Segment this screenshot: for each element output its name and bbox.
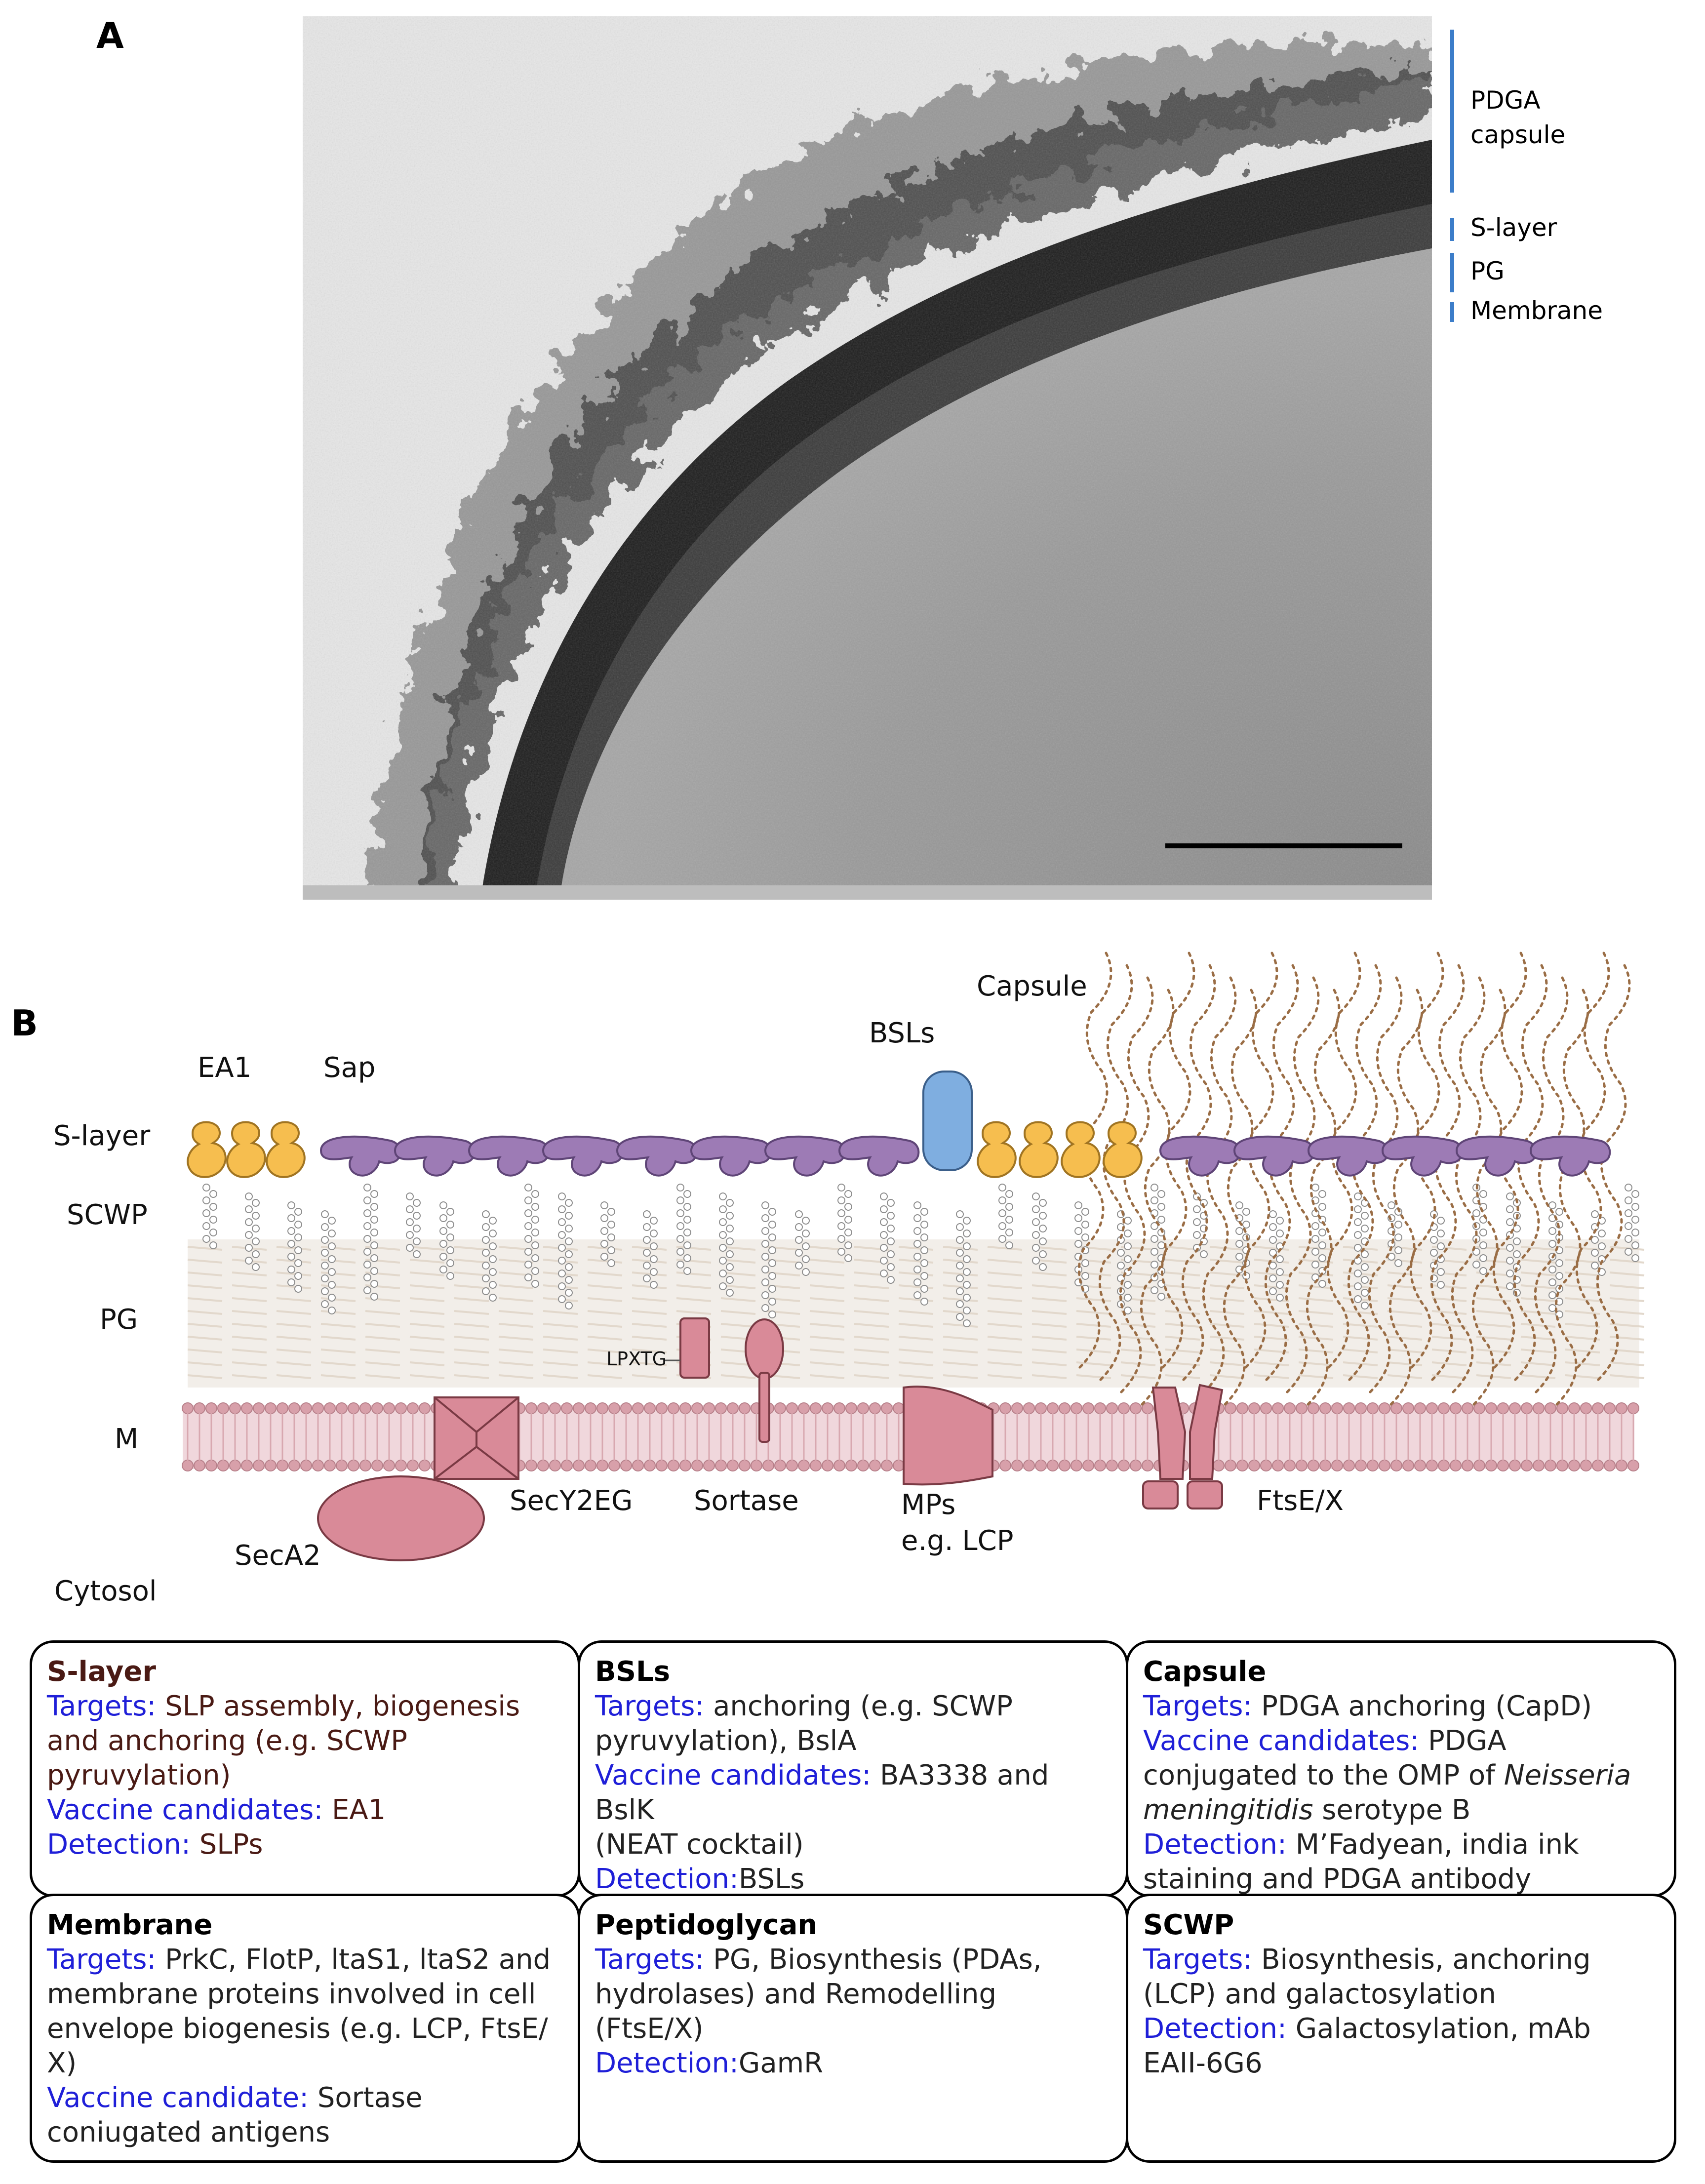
pg-bar bbox=[1450, 253, 1454, 292]
slayer-bar bbox=[1450, 218, 1454, 241]
info-box-peptidoglycan: Peptidoglycan Targets: PG, Biosynthesis … bbox=[578, 1894, 1128, 2163]
box-title: Membrane bbox=[47, 1909, 213, 1941]
label-membrane-a: Membrane bbox=[1470, 296, 1603, 325]
label-scwp: SCWP bbox=[67, 1199, 148, 1231]
info-box-scwp: SCWP Targets: Biosynthesis, anchoring (L… bbox=[1126, 1894, 1676, 2163]
box-title: Capsule bbox=[1143, 1656, 1267, 1688]
info-box-s-layer: S-layer Targets: SLP assembly, biogenesi… bbox=[30, 1640, 580, 1897]
cell-envelope-diagram bbox=[182, 952, 1645, 1561]
label-pdga-capsule: PDGA capsule bbox=[1470, 86, 1566, 149]
label-s-layer-a: S-layer bbox=[1470, 213, 1557, 242]
label-cytosol: Cytosol bbox=[54, 1575, 157, 1607]
box-title: SCWP bbox=[1143, 1909, 1234, 1941]
info-box-capsule: Capsule Targets: PDGA anchoring (CapD) V… bbox=[1126, 1640, 1676, 1897]
label-mps: MPs bbox=[901, 1489, 956, 1521]
label-sortase: Sortase bbox=[694, 1485, 799, 1517]
label-pg-a: PG bbox=[1470, 257, 1505, 285]
scwp-chains bbox=[202, 1184, 1639, 1327]
secy2eg-protein bbox=[434, 1396, 519, 1480]
label-mps-eg: e.g. LCP bbox=[901, 1525, 1014, 1557]
label-ftsex: FtsE/X bbox=[1257, 1485, 1344, 1517]
ftsex-protein bbox=[1142, 1384, 1224, 1509]
capsule-strands bbox=[1077, 952, 1631, 1406]
label-secy2eg: SecY2EG bbox=[510, 1485, 633, 1517]
label-seca2: SecA2 bbox=[235, 1540, 321, 1572]
label-ea1: EA1 bbox=[198, 1052, 252, 1084]
box-title: BSLs bbox=[595, 1656, 671, 1688]
electron-micrograph bbox=[303, 16, 1432, 900]
pdga-capsule-bar bbox=[1450, 30, 1454, 193]
panel-a-letter: A bbox=[96, 15, 124, 56]
sortase-protein bbox=[745, 1318, 784, 1380]
box-title: S-layer bbox=[47, 1656, 156, 1688]
peptidoglycan-layer bbox=[187, 1239, 1645, 1388]
label-bsls: BSLs bbox=[869, 1017, 935, 1049]
label-capsule: Capsule bbox=[977, 970, 1087, 1002]
bsl-protein bbox=[922, 1071, 973, 1171]
info-box-bsls: BSLs Targets: anchoring (e.g. SCWP pyruv… bbox=[578, 1640, 1128, 1897]
box-title: Peptidoglycan bbox=[595, 1909, 818, 1941]
s-layer-proteins bbox=[187, 1121, 1611, 1178]
panel-b-letter: B bbox=[11, 1002, 38, 1044]
label-sap: Sap bbox=[323, 1052, 376, 1084]
label-lpxtg: LPXTG bbox=[606, 1348, 667, 1370]
label-pg-b: PG bbox=[100, 1304, 138, 1336]
seca2-protein bbox=[317, 1475, 485, 1561]
membrane-bar bbox=[1450, 302, 1454, 322]
lpxtg-protein bbox=[679, 1317, 710, 1379]
lcp-protein bbox=[903, 1386, 993, 1486]
label-s-layer-b: S-layer bbox=[53, 1120, 151, 1152]
info-box-membrane: Membrane Targets: PrkC, FlotP, ltaS1, lt… bbox=[30, 1894, 580, 2163]
label-m: M bbox=[115, 1423, 139, 1455]
